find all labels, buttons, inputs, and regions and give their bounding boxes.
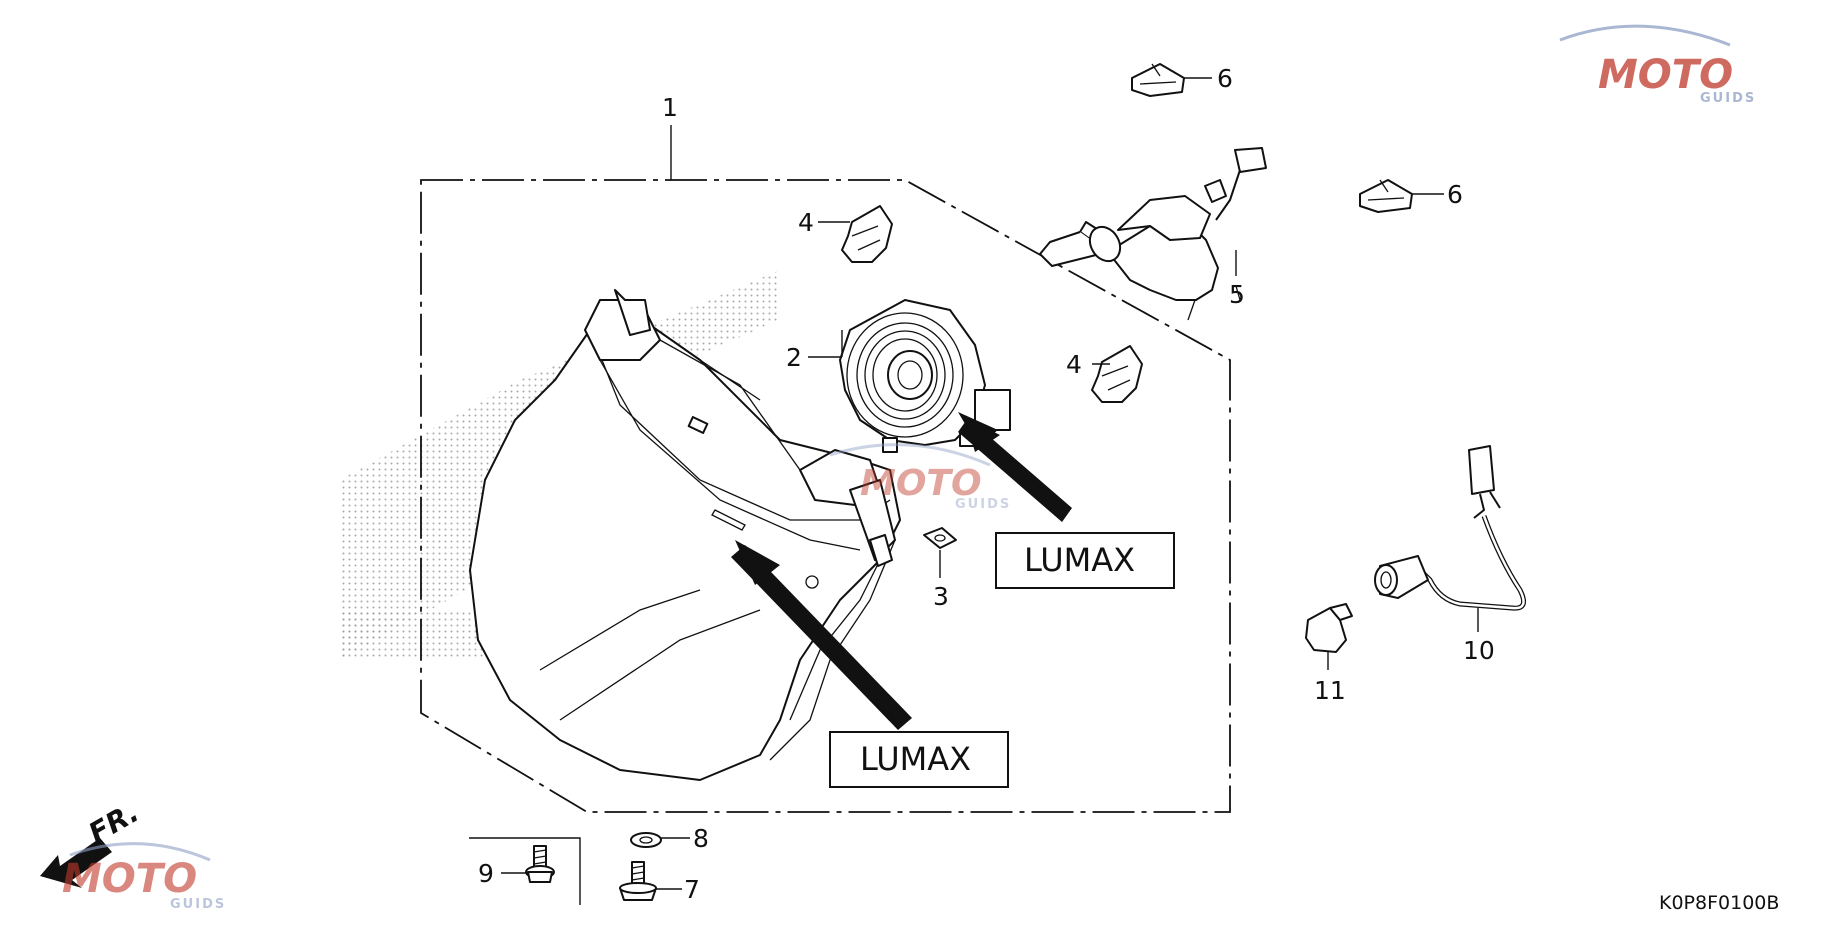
lumax-label-lower: LUMAX — [860, 740, 971, 778]
front-direction-icon — [40, 838, 112, 888]
callout-6a: 6 — [1217, 64, 1233, 93]
svg-text:MOTO: MOTO — [1598, 52, 1733, 98]
lumax-label-box-lower — [829, 731, 1009, 788]
assembly-outline — [420, 179, 1231, 813]
lumax-label-box-upper — [995, 532, 1175, 589]
bolt-bracket-lines — [469, 837, 581, 905]
clip-nut-icon — [1131, 63, 1413, 213]
callout-4a: 4 — [798, 208, 814, 237]
callout-4b: 4 — [1066, 350, 1082, 379]
watermark-logo-bottom: MOTO GUIDS — [62, 842, 226, 912]
callout-9: 9 — [478, 859, 494, 888]
callout-10: 10 — [1463, 636, 1495, 665]
watermark-logo-center: MOTO GUIDS — [829, 443, 1011, 512]
diagram-code: K0P8F0100B — [1659, 892, 1779, 914]
bolt-icon — [525, 845, 555, 883]
callout-5: 5 — [1229, 280, 1245, 309]
watermark-logo-top: MOTO GUIDS — [1559, 24, 1756, 106]
callout-1: 1 — [662, 93, 678, 122]
washer-icon — [630, 832, 662, 848]
bulb-socket-cover-icon — [839, 299, 1011, 453]
callout-2: 2 — [786, 343, 802, 372]
callout-8: 8 — [693, 824, 709, 853]
nut-icon — [923, 527, 957, 549]
wedge-bulb-icon — [1305, 603, 1353, 653]
lumax-label-upper: LUMAX — [1024, 541, 1135, 579]
pointer-arrow-lower — [731, 545, 912, 730]
svg-text:GUIDS: GUIDS — [1700, 91, 1756, 106]
svg-text:GUIDS: GUIDS — [170, 897, 226, 912]
front-direction-label: FR. — [83, 796, 144, 851]
callout-6b: 6 — [1447, 180, 1463, 209]
svg-text:MOTO: MOTO — [860, 463, 982, 504]
svg-text:MOTO: MOTO — [62, 856, 197, 902]
headlight-assembly-icon — [469, 289, 901, 781]
callout-3: 3 — [933, 582, 949, 611]
svg-text:GUIDS: GUIDS — [955, 497, 1011, 512]
screw-icon — [619, 861, 657, 901]
callout-7: 7 — [684, 875, 700, 904]
callout-11: 11 — [1314, 676, 1346, 705]
socket-harness-icon — [1374, 445, 1527, 611]
clip-icon — [841, 205, 1143, 403]
headlight-bulb-icon — [1039, 147, 1267, 321]
